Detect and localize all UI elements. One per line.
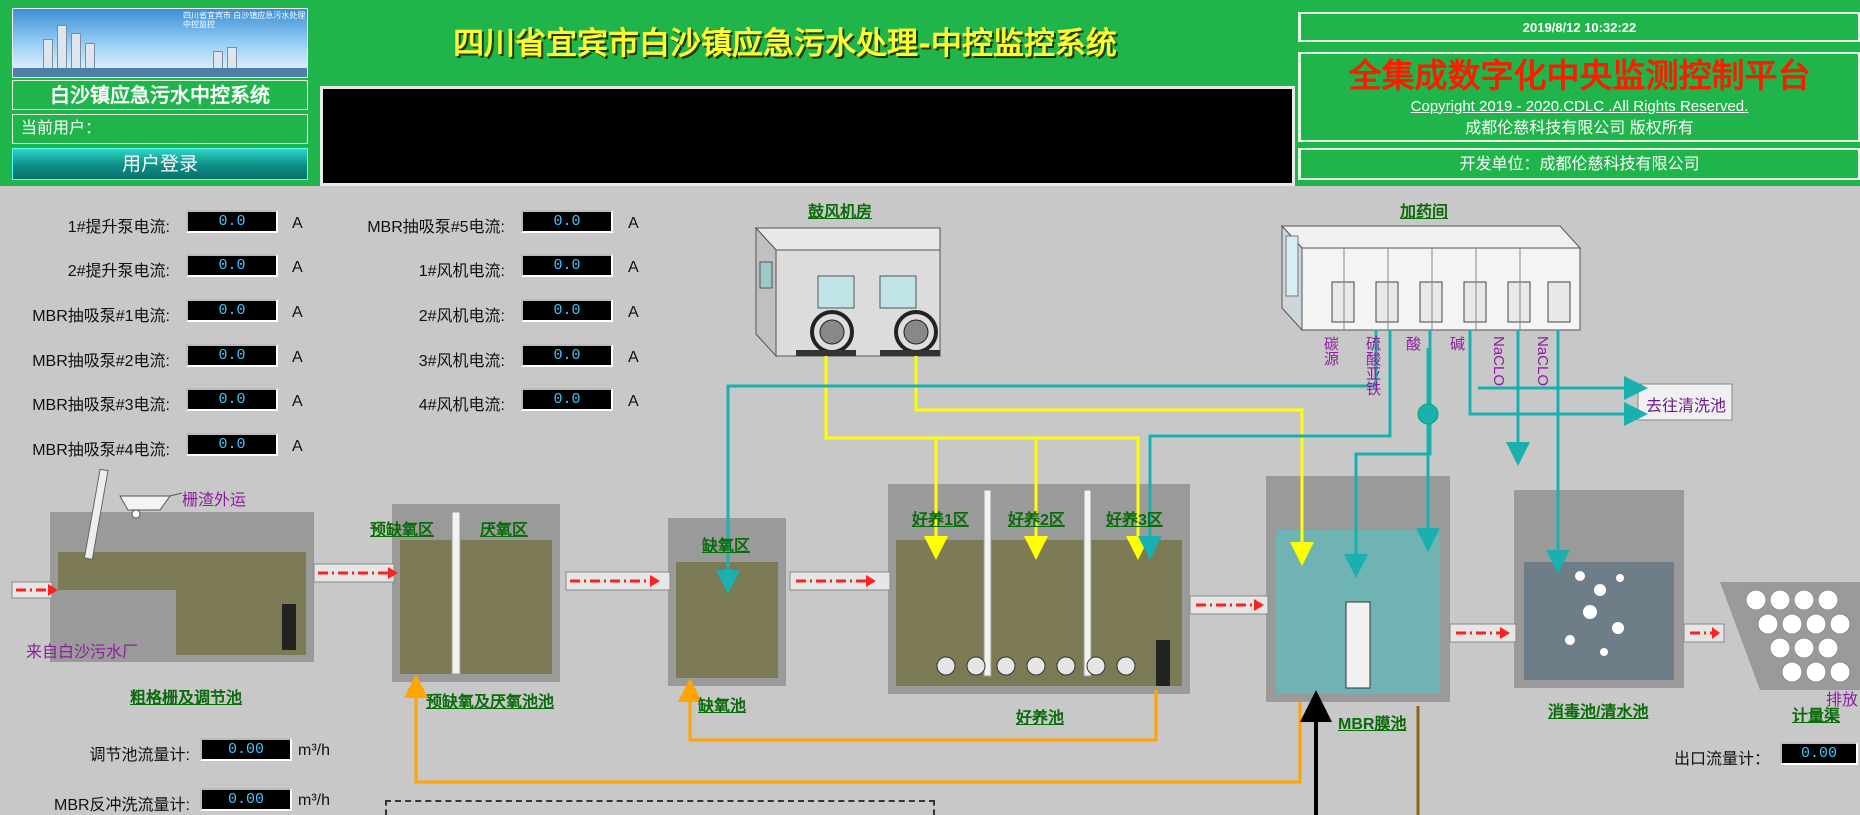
logo: 四川省宜宾市 白沙镇应急污水处理 中控监控 — [12, 8, 308, 78]
meter-value: 0.0 — [186, 210, 278, 233]
air-pipes — [824, 356, 1314, 566]
anoxic-zone-label: 缺氧区 — [702, 538, 751, 555]
meter-label: MBR抽吸泵#5电流: — [367, 219, 505, 236]
aerobic-zone-3-label: 好养3区 — [1106, 512, 1163, 529]
disinfect-tank[interactable] — [1514, 490, 1684, 688]
login-button[interactable]: 用户登录 — [12, 148, 308, 180]
meter-value: 0.0 — [186, 299, 278, 322]
flow-meter-label: MBR反冲洗流量计: — [53, 797, 190, 814]
meter-label: MBR抽吸泵#3电流: — [32, 397, 170, 414]
meter-trough-label: 计量渠 — [1792, 708, 1841, 725]
meter-value: 0.0 — [521, 344, 613, 367]
meter-value: 0.0 — [521, 210, 613, 233]
aerobic-zone-1-label: 好养1区 — [912, 512, 969, 529]
mbr-tank[interactable] — [1266, 476, 1450, 702]
anoxic-tank[interactable] — [668, 518, 786, 686]
meter-value: 0.0 — [521, 388, 613, 411]
meter-unit: A — [628, 259, 639, 276]
datetime-display: 2019/8/12 10:32:22 — [1298, 12, 1860, 42]
mixer-node — [1417, 403, 1439, 425]
company-name: 成都伦慈科技有限公司 版权所有 — [1465, 120, 1694, 137]
meter-value: 0.0 — [186, 388, 278, 411]
outlet-meter-label: 出口流量计： — [1673, 751, 1770, 768]
meter-label: MBR抽吸泵#1电流: — [32, 308, 170, 325]
discharge-label: 排放 — [1826, 692, 1859, 709]
meter-label: 4#风机电流: — [418, 397, 505, 414]
meter-unit: A — [628, 393, 639, 410]
mbr-tank-label: MBR膜池 — [1338, 716, 1407, 733]
message-panel — [320, 86, 1295, 186]
system-name: 白沙镇应急污水中控系统 — [12, 80, 308, 110]
meter-label: 2#风机电流: — [418, 308, 505, 325]
current-user-label: 当前用户： — [12, 114, 308, 144]
meter-unit: A — [628, 349, 639, 366]
aerobic-tank-label: 好养池 — [1016, 710, 1065, 727]
screenings-out-label: 栅渣外运 — [182, 492, 247, 509]
meter-trough[interactable] — [1720, 582, 1860, 690]
meter-value: 0.0 — [186, 433, 278, 456]
meter-label: MBR抽吸泵#4电流: — [32, 442, 170, 459]
chemical-label: 碳源 — [1322, 336, 1339, 366]
flow-meter-unit: m³/h — [298, 742, 330, 759]
blower-room-building[interactable] — [754, 226, 941, 358]
meter-label: 1#风机电流: — [418, 263, 505, 280]
outlet-meter-value: 0.00 — [1780, 742, 1858, 765]
meter-label: 3#风机电流: — [418, 353, 505, 370]
page-title: 四川省宜宾市白沙镇应急污水处理-中控监控系统 — [453, 26, 1117, 62]
meter-unit: A — [292, 349, 303, 366]
aerobic-zone-2-label: 好养2区 — [1008, 512, 1065, 529]
chemical-pipes — [716, 330, 1648, 594]
meter-value: 0.0 — [186, 254, 278, 277]
return-pipes — [404, 674, 1302, 784]
meter-unit: A — [292, 304, 303, 321]
chemical-label: NaCLO — [1534, 336, 1551, 387]
flow-meter-value: 0.00 — [200, 788, 292, 811]
meter-label: 2#提升泵电流: — [67, 263, 170, 280]
pre-anoxic-zone-label: 预缺氧区 — [370, 522, 435, 539]
flow-meter-value: 0.00 — [200, 738, 292, 761]
meter-unit: A — [292, 438, 303, 455]
chemical-label: 硫酸亚铁 — [1364, 336, 1381, 396]
dosing-room-label: 加药间 — [1400, 204, 1449, 221]
meter-value: 0.0 — [186, 344, 278, 367]
platform-panel: 全集成数字化中央监测控制平台 Copyright 2019 - 2020.CDL… — [1298, 52, 1860, 142]
meter-unit: A — [628, 215, 639, 232]
chemical-label: 碱 — [1448, 336, 1465, 351]
dashed-frame — [385, 800, 935, 815]
developer-info: 开发单位：成都伦慈科技有限公司 — [1298, 148, 1860, 180]
meter-unit: A — [628, 304, 639, 321]
meter-unit: A — [292, 259, 303, 276]
coarse-screen-label: 粗格栅及调节池 — [130, 690, 243, 707]
disinfect-tank-label: 消毒池/清水池 — [1548, 704, 1649, 721]
chemical-label: NaCLO — [1490, 336, 1507, 387]
anaerobic-zone-label: 厌氧区 — [480, 522, 529, 539]
meter-label: MBR抽吸泵#2电流: — [32, 353, 170, 370]
meter-label: 1#提升泵电流: — [67, 219, 170, 236]
chemical-label: 酸 — [1404, 336, 1421, 351]
copyright-link[interactable]: Copyright 2019 - 2020.CDLC .All Rights R… — [1410, 98, 1749, 115]
meter-unit: A — [292, 393, 303, 410]
pre-anoxic-tank-label: 预缺氧及厌氧池池 — [426, 694, 555, 711]
wheelbarrow-icon — [119, 492, 183, 519]
flow-meter-unit: m³/h — [298, 792, 330, 809]
source-label: 来自白沙污水厂 — [26, 644, 139, 661]
pre-anoxic-tank[interactable] — [392, 504, 560, 682]
platform-title: 全集成数字化中央监测控制平台 — [1348, 56, 1811, 95]
meter-unit: A — [292, 215, 303, 232]
blower-room-label: 鼓风机房 — [808, 204, 873, 221]
logo-text: 四川省宜宾市 白沙镇应急污水处理 中控监控 — [183, 11, 306, 29]
to-clean-tank-label: 去往清洗池 — [1646, 398, 1727, 415]
coarse-screen-tank[interactable] — [50, 468, 314, 662]
meter-value: 0.0 — [521, 299, 613, 322]
dosing-room-building[interactable] — [1280, 224, 1582, 332]
to-clean-tank-box[interactable] — [1637, 383, 1733, 421]
meter-value: 0.0 — [521, 254, 613, 277]
aerobic-tank[interactable] — [888, 484, 1190, 694]
flow-meter-label: 调节池流量计: — [89, 747, 190, 764]
process-pipes — [11, 563, 1725, 643]
anoxic-tank-label: 缺氧池 — [698, 698, 747, 715]
